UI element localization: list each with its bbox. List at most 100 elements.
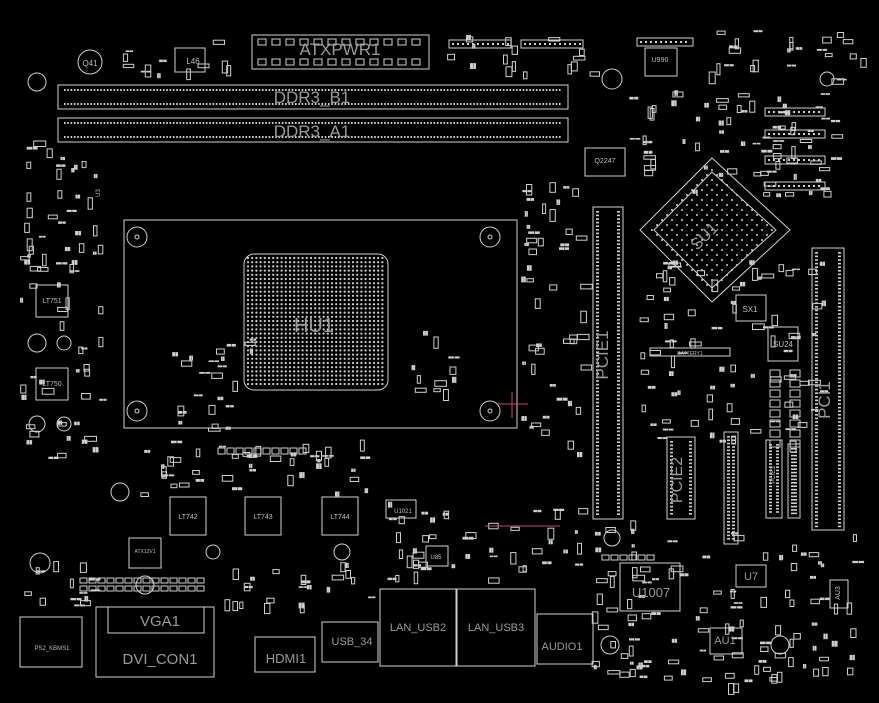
header-pin <box>798 159 800 161</box>
southbridge-ball <box>706 184 708 186</box>
dimm-pin <box>202 122 205 124</box>
southbridge-ball <box>691 189 693 191</box>
southbridge-ball <box>701 209 703 211</box>
cpu-ball <box>377 378 380 381</box>
southbridge-ball <box>751 219 753 221</box>
cpu-ball <box>280 328 283 331</box>
header-pin <box>650 41 652 43</box>
slot-pin <box>617 232 620 235</box>
cpu-ball <box>326 307 329 310</box>
cpu-ball <box>356 378 359 381</box>
dimm-pin <box>506 103 508 105</box>
cpu-ball <box>272 311 275 314</box>
slot-pin <box>838 374 841 376</box>
smd-pad <box>647 581 652 584</box>
slot-pin <box>596 351 599 353</box>
cpu-ball <box>255 286 258 289</box>
slot-pin <box>670 498 673 501</box>
slot-pin <box>617 481 620 483</box>
dimm-pin <box>529 103 531 105</box>
dimm-pin <box>179 136 182 138</box>
smd-pad <box>677 390 680 396</box>
smd-pad <box>709 432 713 439</box>
smd-pad <box>84 347 88 350</box>
dimm-pin <box>453 136 455 138</box>
cpu-ball <box>259 370 262 373</box>
dimm-pin <box>139 122 142 124</box>
smd-pad <box>651 612 656 615</box>
cpu-ball <box>288 319 292 323</box>
smd-pad <box>232 487 238 491</box>
cpu-ball <box>318 307 321 310</box>
slot-pin <box>838 381 841 384</box>
dimm-pin <box>245 136 248 138</box>
cpu-ball <box>343 319 346 323</box>
resistor-array <box>610 554 619 561</box>
southbridge-ball <box>681 199 683 201</box>
smd-part <box>542 203 547 214</box>
header-pin <box>788 133 790 135</box>
southbridge-ball <box>671 219 673 221</box>
cpu-ball <box>377 336 380 339</box>
smd-pad <box>692 189 696 194</box>
header-slot <box>787 443 801 519</box>
dimm-pin <box>225 103 228 105</box>
cpu-ball <box>364 374 367 377</box>
smd-pad <box>26 440 30 445</box>
smd-pad <box>718 120 722 126</box>
smd-pad <box>807 129 811 132</box>
cpu-ball <box>272 294 275 297</box>
slot-pin <box>815 252 818 254</box>
cpu-ball <box>251 261 254 264</box>
slot-pin <box>794 465 797 467</box>
cpu-ball <box>288 361 292 365</box>
cpu-ball <box>377 319 380 323</box>
cpu-ball <box>314 319 317 323</box>
cpu-ball <box>343 315 346 318</box>
smd-part <box>84 368 91 377</box>
dimm-pin <box>80 103 83 105</box>
dimm-pin <box>232 89 234 91</box>
smd-pad <box>30 376 34 379</box>
smd-part <box>531 363 536 375</box>
dimm-pin <box>163 89 165 91</box>
cpu-ball <box>343 324 346 327</box>
dimm-pin <box>278 103 281 105</box>
smd-pad <box>73 164 76 170</box>
smd-pad <box>816 48 822 51</box>
dimm-pin <box>196 122 198 124</box>
smd-pad <box>253 468 256 472</box>
cpu-ball <box>322 282 325 285</box>
cpu-ball <box>343 311 346 314</box>
u7-label: U7 <box>744 571 758 583</box>
cpu-ball <box>360 345 363 348</box>
resistor-array <box>262 447 271 455</box>
resistor-array <box>97 585 106 592</box>
cpu-ball <box>263 328 266 331</box>
slot-pin <box>732 459 735 462</box>
dimm-pin <box>133 136 135 138</box>
smd-pad <box>742 281 746 287</box>
cpu-ball <box>377 315 380 318</box>
slot-pin <box>727 497 730 499</box>
dimm-pin <box>229 89 231 91</box>
smd-pad <box>67 247 71 252</box>
cpu-ball <box>339 303 342 306</box>
slot-pin <box>596 419 599 422</box>
cpu-ball <box>314 303 317 306</box>
cpu-ball <box>335 361 338 365</box>
dimm-pin <box>361 122 363 124</box>
slot-pin <box>815 450 818 452</box>
cpu-ball <box>301 319 304 323</box>
cpu-ball <box>351 345 355 348</box>
smd-pad <box>819 261 823 266</box>
slot-pin <box>617 239 620 242</box>
smd-pad <box>834 640 838 647</box>
cpu-ball <box>309 370 313 373</box>
southbridge-ball <box>711 209 713 211</box>
cpu-ball <box>255 353 258 356</box>
smd-part <box>28 245 34 255</box>
dimm-pin <box>443 136 446 138</box>
slot-pin <box>769 466 772 468</box>
slot-pin <box>815 345 818 348</box>
